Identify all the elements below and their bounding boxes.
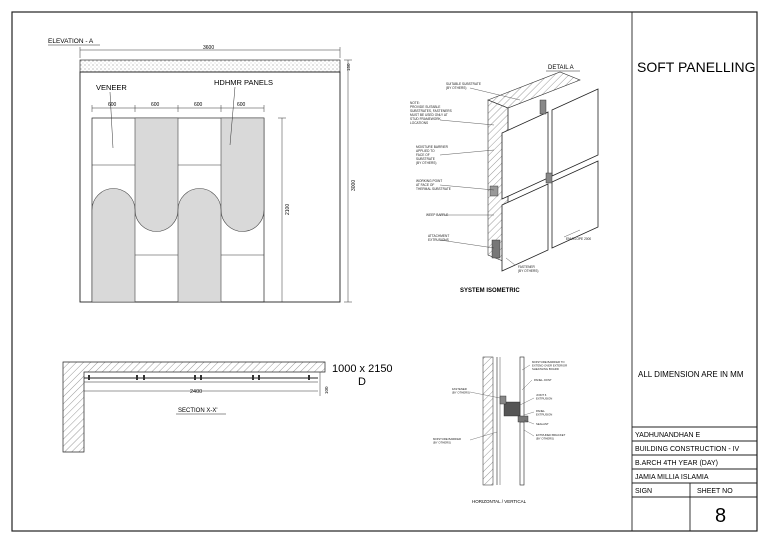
sign-label: SIGN	[635, 488, 652, 495]
sheet-number: 8	[715, 505, 726, 527]
plan-callout-sealant: SEALANT	[536, 422, 549, 426]
plan-callout-panel-joint: PANEL JOINT	[534, 378, 552, 382]
callout-substrate: SUITABLE SUBSTRATE (BY OTHERS)	[446, 82, 482, 90]
iso-panel-4	[551, 160, 599, 249]
elevation-a: ELEVATION - A 3600 150 3000 2100 600	[48, 38, 357, 303]
elevation-heading: ELEVATION - A	[48, 38, 94, 45]
course-name: B.ARCH 4TH YEAR (DAY)	[635, 460, 718, 467]
label-veneer: VENEER	[96, 83, 127, 92]
plan-callout-moisture: MOISTURE BARRIER (BY OTHERS)	[433, 437, 462, 445]
ceiling-slab	[79, 59, 341, 73]
plan-callout-panel-extrusion: PANEL EXTRUSION	[536, 409, 552, 417]
elevation-width-dim: 3600	[203, 45, 214, 51]
plan-callout-barrier-extend: MOISTURE BARRIER TO EXTEND OVER EXTERIOR…	[532, 360, 568, 371]
hdhmr-panel-bottom-2	[177, 188, 222, 303]
callout-envelope: ENVELOPE 2000	[566, 237, 591, 241]
hdhmr-panel-top-1	[134, 117, 179, 232]
institution-name: JAMIA MILLIA ISLAMIA	[635, 474, 709, 481]
sheet-title: SOFT PANELLING	[637, 59, 756, 75]
label-hdhmr-panels: HDHMR PANELS	[214, 78, 273, 87]
section-depth-dim: 100	[324, 386, 329, 394]
detail-a-caption: SYSTEM ISOMETRIC	[460, 288, 520, 294]
plan-callout-bracket: EXTRUDED BRACKET (BY OTHERS)	[536, 433, 566, 441]
section-wall	[62, 361, 326, 453]
elevation-height-dim: 3000	[351, 180, 357, 191]
section-heading: SECTION X-X'	[178, 408, 217, 414]
panel-height-dim: 2100	[285, 204, 291, 215]
module-dim-2: 600	[151, 102, 160, 108]
callout-weep: WEEP BAFFLE	[426, 213, 448, 217]
detail-a-heading: DETAIL A	[548, 65, 574, 71]
module-dim-1: 600	[108, 102, 117, 108]
iso-panel-3	[501, 183, 549, 272]
callout-attachment: ATTACHMENT EXTRUSIONS	[428, 234, 450, 242]
subject-name: BUILDING CONSTRUCTION - IV	[635, 446, 740, 453]
callout-note: NOTE: PROVIDE SUITABLE SUBSTRATES, FASTE…	[410, 101, 453, 125]
sheet-border	[11, 11, 758, 532]
plan-detail: FASTENER (BY OTHERS) MOISTURE BARRIER (B…	[433, 356, 568, 504]
hdhmr-panel-bottom-1	[91, 188, 136, 303]
title-block-frame	[631, 12, 757, 531]
callout-moisture: MOISTURE BARRIER APPLIED TO FACE OF SUBS…	[416, 145, 449, 165]
callout-fastener: FASTENER (BY OTHERS)	[518, 265, 539, 273]
section-width-dim: 2400	[190, 389, 202, 395]
substrate-top	[487, 71, 581, 109]
plan-detail-caption: HORIZONTAL / VERTICAL	[472, 499, 527, 504]
callout-working-point: WORKING POINT AT FACE OF THERMAL SUBSTRA…	[416, 179, 451, 191]
iso-panel-1	[501, 111, 549, 200]
detail-a: DETAIL A SUITABLE SUBSTRATE	[410, 65, 599, 294]
iso-panel-2	[551, 88, 599, 177]
sheet-number-label: SHEET NO	[697, 488, 733, 495]
module-dim-4: 600	[237, 102, 246, 108]
module-dim-3: 600	[194, 102, 203, 108]
door-label-note: D	[358, 376, 366, 388]
hdhmr-panel-top-2	[220, 117, 265, 232]
section-x: 2400 100 SECTION X-X'	[62, 361, 329, 453]
student-name: YADHUNANDHAN E	[635, 432, 701, 439]
plan-callout-fastener: FASTENER (BY OTHERS)	[452, 387, 470, 395]
slab-dim: 150	[346, 63, 351, 71]
plan-wall	[482, 356, 494, 486]
plan-callout-joint-extrusion: JOINT 6 EXTRUSION	[536, 393, 552, 401]
door-size-note: 1000 x 2150	[332, 363, 393, 375]
dimension-note: ALL DIMENSION ARE IN MM	[638, 370, 744, 379]
